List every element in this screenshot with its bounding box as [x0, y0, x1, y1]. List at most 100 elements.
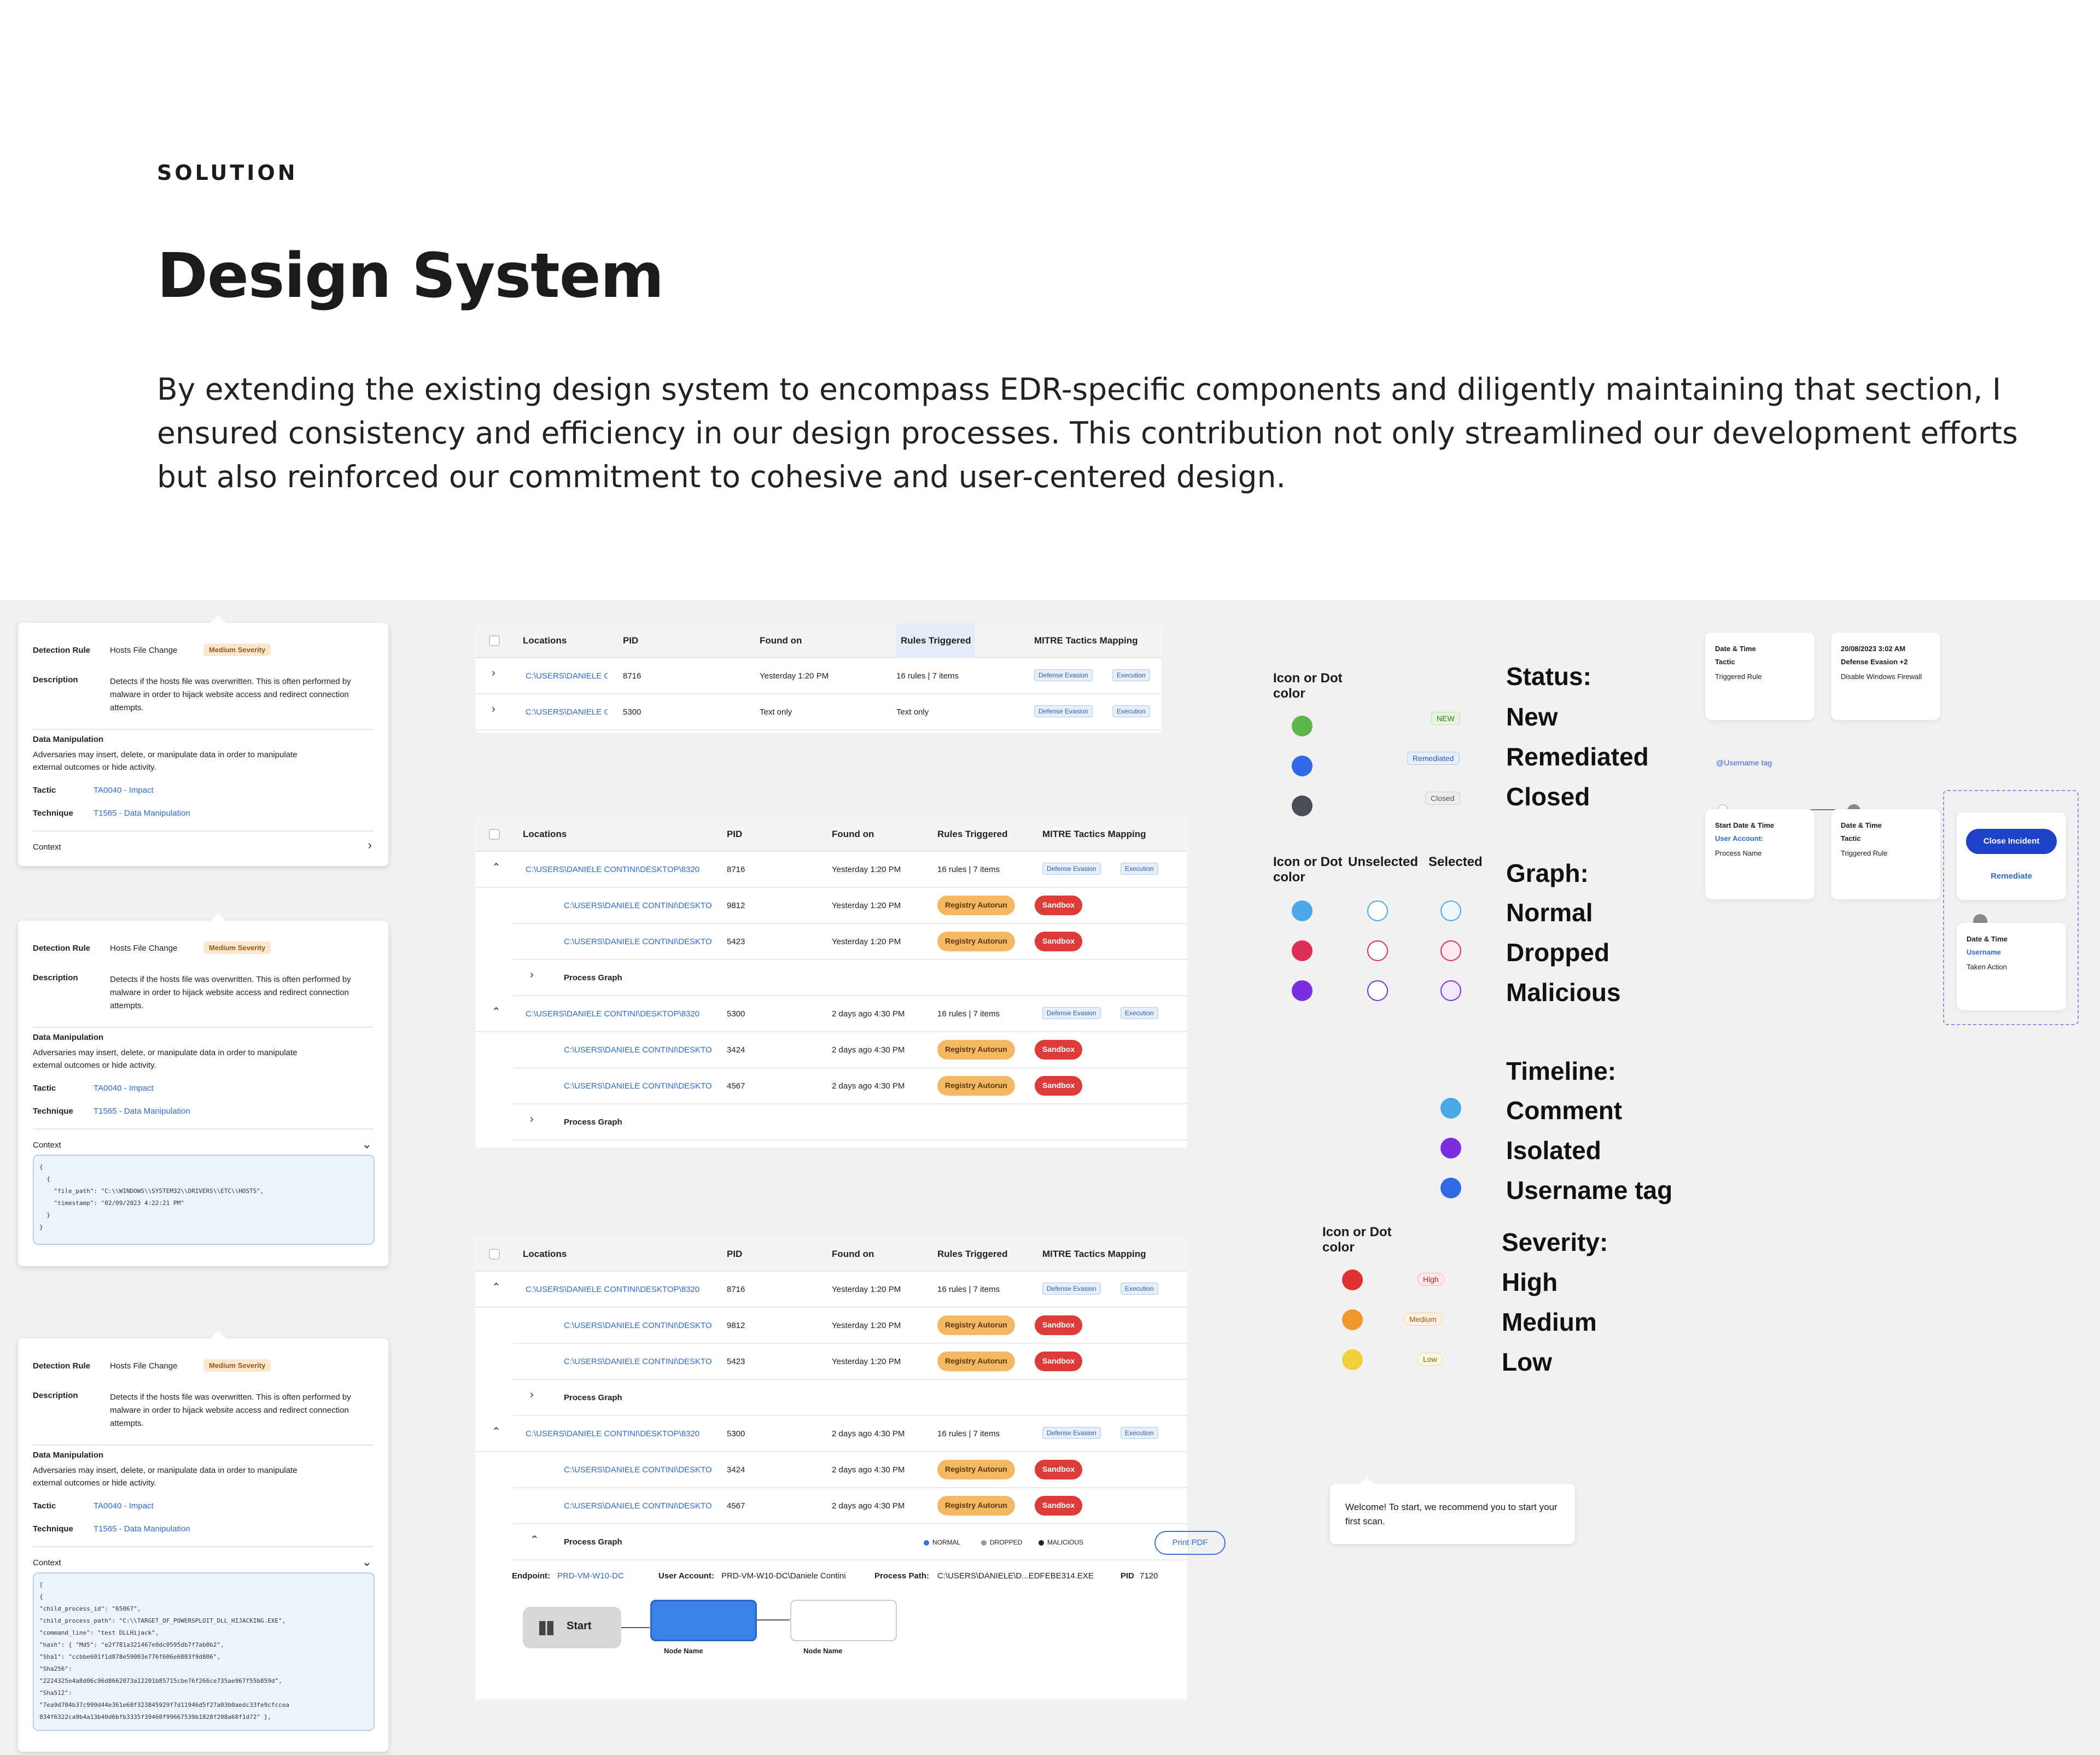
process-node-selected[interactable] [650, 1600, 757, 1641]
cell-location[interactable]: C:\USERS\DANIELE CONTINI\DESKTOP\8320 [526, 1429, 700, 1438]
col-mitre[interactable]: MITRE Tactics Mapping [1034, 635, 1138, 646]
cell-pid: 5300 [623, 707, 641, 717]
cell-pid: 8716 [727, 1285, 745, 1294]
cell-location[interactable]: C:\USERS\DANIELE CONTINI\DESKTO [564, 1321, 712, 1330]
cell-location[interactable]: C:\USERS\DANIELE CONTINI\DESKTO [564, 1081, 712, 1091]
cell-location[interactable]: C:\USERS\DANIELE CONTINI\DESKTOP\8320 [526, 1009, 700, 1019]
col-rules-triggered[interactable]: Rules Triggered [937, 829, 1008, 839]
chevron-right-icon[interactable]: › [492, 667, 495, 679]
tactic-label: Tactic [33, 786, 56, 795]
chevron-down-icon[interactable]: ⌄ [361, 1137, 372, 1151]
process-graph-label[interactable]: Process Graph [564, 1393, 622, 1402]
col-mitre[interactable]: MITRE Tactics Mapping [1042, 1249, 1146, 1259]
chevron-up-icon[interactable]: ⌃ [492, 1282, 501, 1294]
cell-location[interactable]: C:\USERS\DANIELE CONTINI\DESKTO [564, 1045, 712, 1055]
tactic-link[interactable]: TA0040 - Impact [94, 1084, 154, 1093]
chevron-down-icon[interactable]: ⌄ [361, 1555, 372, 1569]
context-label[interactable]: Context [33, 843, 61, 852]
select-all-checkbox[interactable] [489, 1249, 500, 1260]
tactic-link[interactable]: TA0040 - Impact [94, 1501, 154, 1511]
col-pid[interactable]: PID [727, 829, 743, 839]
cell-location[interactable]: C:\USERS\DANIELE CONTINI\DESKTO [564, 1501, 712, 1511]
tactic-link[interactable]: TA0040 - Impact [94, 786, 154, 795]
process-graph-row[interactable]: › Process Graph [514, 1104, 1187, 1140]
col-found-on[interactable]: Found on [760, 635, 802, 646]
chevron-up-icon[interactable]: ⌃ [530, 1534, 539, 1546]
context-label[interactable]: Context [33, 1558, 61, 1567]
print-pdf-button[interactable]: Print PDF [1154, 1531, 1226, 1555]
incident-actions-frame [1943, 790, 2079, 1025]
chevron-right-icon[interactable]: › [492, 703, 495, 715]
cell-location[interactable]: C:\USERS\DANIELE CONTINI\DESKTO [564, 1357, 712, 1366]
process-graph-label[interactable]: Process Graph [564, 1537, 622, 1547]
col-locations[interactable]: Locations [523, 1249, 567, 1259]
status-title: Status: [1506, 662, 1591, 691]
legend-dot [1039, 1540, 1044, 1546]
chevron-up-icon[interactable]: ⌃ [492, 862, 501, 874]
col-pid[interactable]: PID [727, 1249, 743, 1259]
col-found-on[interactable]: Found on [832, 829, 874, 839]
start-node[interactable]: Start [523, 1607, 621, 1648]
col-mitre[interactable]: MITRE Tactics Mapping [1042, 829, 1146, 839]
technique-link[interactable]: T1565 - Data Manipulation [94, 809, 190, 818]
select-all-checkbox[interactable] [489, 635, 500, 646]
chevron-right-icon[interactable]: › [530, 1389, 534, 1401]
registry-autorun-pill: Registry Autorun [937, 1496, 1015, 1516]
select-all-checkbox[interactable] [489, 829, 500, 840]
col-locations[interactable]: Locations [523, 829, 567, 839]
table-row-parent[interactable]: ⌃ C:\USERS\DANIELE CONTINI\DESKTOP\8320 87… [475, 1272, 1187, 1308]
chevron-right-icon[interactable]: › [530, 969, 534, 981]
context-label[interactable]: Context [33, 1140, 61, 1150]
description-label: Description [33, 675, 78, 685]
process-node[interactable] [790, 1600, 897, 1641]
technique-link[interactable]: T1565 - Data Manipulation [94, 1524, 190, 1534]
process-graph-label[interactable]: Process Graph [564, 973, 622, 982]
chevron-up-icon[interactable]: ⌃ [492, 1426, 501, 1438]
status-label: Closed [1506, 782, 1590, 811]
chevron-right-icon[interactable]: › [368, 838, 372, 852]
col-locations[interactable]: Locations [523, 635, 567, 646]
chevron-right-icon[interactable]: › [530, 1113, 534, 1125]
tag-execution: Execution [1112, 705, 1150, 717]
technique-link[interactable]: T1565 - Data Manipulation [94, 1107, 190, 1116]
cell-location[interactable]: C:\USERS\DANIELE CONTINI\DESKTO [564, 937, 712, 946]
section-eyebrow: SOLUTION [157, 161, 298, 185]
process-graph-row[interactable]: › Process Graph [514, 1380, 1187, 1416]
process-graph-row[interactable]: › Process Graph [514, 960, 1187, 996]
username-tag-link[interactable]: @Username tag [1716, 758, 1772, 767]
close-incident-button[interactable]: Close Incident [1966, 829, 2057, 854]
col-pid[interactable]: PID [623, 635, 639, 646]
col-found-on[interactable]: Found on [832, 1249, 874, 1259]
cell-location[interactable]: C:\USERS\DANIELE C [526, 671, 608, 681]
cell-location[interactable]: C:\USERS\DANIELE C [526, 707, 608, 717]
remediate-button[interactable]: Remediate [1991, 871, 2032, 881]
cell-location[interactable]: C:\USERS\DANIELE CONTINI\DESKTO [564, 1465, 712, 1475]
divider [33, 830, 374, 832]
process-graph-label[interactable]: Process Graph [564, 1118, 622, 1127]
cell-location[interactable]: C:\USERS\DANIELE CONTINI\DESKTOP\8320 [526, 865, 700, 874]
col-rules-triggered[interactable]: Rules Triggered [937, 1249, 1008, 1259]
chevron-up-icon[interactable]: ⌃ [492, 1006, 501, 1018]
col-rules-triggered[interactable]: Rules Triggered [896, 623, 976, 658]
cell-location[interactable]: C:\USERS\DANIELE CONTINI\DESKTO [564, 901, 712, 910]
cell-location[interactable]: C:\USERS\DANIELE CONTINI\DESKTOP\8320 [526, 1285, 700, 1294]
